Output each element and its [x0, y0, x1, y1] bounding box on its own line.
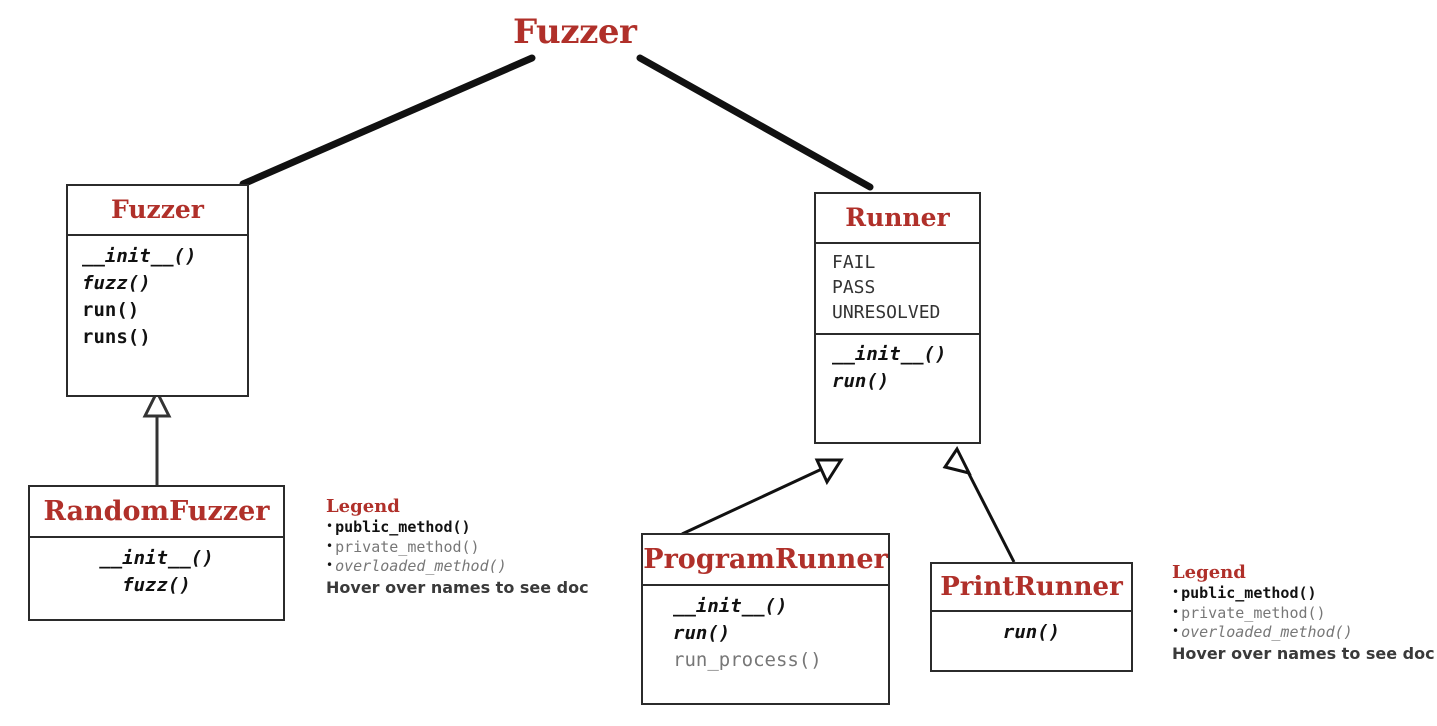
legend-hint: Hover over names to see doc — [326, 578, 589, 598]
method-item[interactable]: __init__() — [82, 245, 197, 267]
class-box-print-runner[interactable]: PrintRunner run() — [930, 562, 1133, 672]
legend-entry-public: •public_method() — [1172, 584, 1435, 604]
method-item[interactable]: __init__() — [832, 343, 947, 366]
legend-entry-label: public_method() — [335, 517, 471, 536]
legend-entry-public: •public_method() — [326, 518, 589, 538]
class-box-program-runner[interactable]: ProgramRunner __init__() run() run_proce… — [641, 533, 890, 705]
method-item[interactable]: run() — [832, 370, 890, 393]
bullet-icon: • — [326, 558, 334, 573]
method-item[interactable]: __init__() — [99, 547, 214, 569]
class-box-fuzzer[interactable]: Fuzzer __init__() fuzz() run() runs() — [66, 184, 249, 397]
edge-title-to-runner — [636, 54, 874, 191]
class-box-random-fuzzer[interactable]: RandomFuzzer __init__() fuzz() — [28, 485, 285, 621]
inheritance-arrowhead-runner-left — [814, 458, 844, 486]
attribute-item[interactable]: UNRESOLVED — [832, 301, 941, 323]
class-methods-print-runner: run() — [932, 610, 1131, 654]
legend-entry-private: •private_method() — [326, 538, 589, 558]
class-methods-fuzzer: __init__() fuzz() run() runs() — [68, 234, 247, 359]
legend-entry-label: overloaded_method() — [1181, 623, 1353, 642]
bullet-icon: • — [1172, 604, 1180, 619]
legend-entry-label: overloaded_method() — [335, 557, 507, 576]
legend-entry-private: •private_method() — [1172, 604, 1435, 624]
legend-entry-overloaded: •overloaded_method() — [1172, 623, 1435, 643]
class-title-program-runner[interactable]: ProgramRunner — [643, 544, 888, 575]
edge-title-to-fuzzer — [239, 54, 536, 188]
class-box-runner[interactable]: Runner FAIL PASS UNRESOLVED __init__() r… — [814, 192, 981, 444]
legend-title: Legend — [1172, 562, 1246, 583]
class-title-fuzzer[interactable]: Fuzzer — [111, 195, 204, 224]
method-item[interactable]: run() — [673, 621, 731, 644]
legend-entry-overloaded: •overloaded_method() — [326, 557, 589, 577]
legend-entry-label: public_method() — [1181, 583, 1317, 602]
class-methods-runner: __init__() run() — [816, 333, 979, 402]
bullet-icon: • — [326, 518, 334, 533]
legend-title: Legend — [326, 496, 400, 517]
class-title-runner[interactable]: Runner — [845, 203, 950, 232]
class-methods-program-runner: __init__() run() run_process() — [643, 584, 888, 682]
method-item[interactable]: run() — [82, 298, 140, 321]
diagram-title: Fuzzer — [513, 12, 637, 52]
attribute-item[interactable]: PASS — [832, 276, 876, 298]
bullet-icon: • — [326, 538, 334, 553]
legend-left: Legend •public_method() •private_method(… — [326, 497, 589, 597]
class-title-print-runner[interactable]: PrintRunner — [940, 572, 1123, 602]
edge-programrunner-to-runner — [681, 466, 825, 536]
method-item[interactable]: fuzz() — [122, 573, 191, 596]
bullet-icon: • — [1172, 624, 1180, 639]
edge-printrunner-to-runner — [965, 469, 1016, 563]
method-item[interactable]: runs() — [82, 325, 151, 348]
method-item[interactable]: run_process() — [673, 648, 822, 671]
legend-entry-label: private_method() — [1181, 603, 1326, 622]
class-methods-random-fuzzer: __init__() fuzz() — [30, 536, 283, 607]
legend-entry-label: private_method() — [335, 537, 480, 556]
legend-hint: Hover over names to see doc — [1172, 644, 1435, 664]
class-title-random-fuzzer[interactable]: RandomFuzzer — [43, 496, 270, 527]
method-item[interactable]: fuzz() — [82, 271, 151, 294]
class-attributes-runner: FAIL PASS UNRESOLVED — [816, 242, 979, 333]
inheritance-arrowhead-runner-right — [942, 446, 972, 476]
legend-right: Legend •public_method() •private_method(… — [1172, 563, 1435, 663]
bullet-icon: • — [1172, 584, 1180, 599]
method-item[interactable]: run() — [1002, 621, 1061, 643]
attribute-item[interactable]: FAIL — [832, 252, 876, 273]
method-item[interactable]: __init__() — [673, 595, 788, 617]
